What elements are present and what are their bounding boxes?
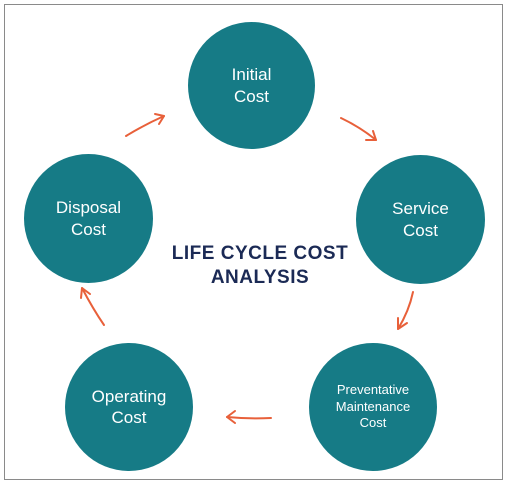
service-cost-label: Service Cost	[392, 199, 449, 240]
diagram-title: LIFE CYCLE COST ANALYSIS	[155, 242, 365, 290]
initial-cost-node: Initial Cost	[188, 22, 315, 149]
operating-cost-label: Operating Cost	[91, 386, 167, 427]
arrow-preventative-to-operating	[226, 410, 272, 424]
disposal-cost-label: Disposal Cost	[55, 198, 122, 239]
arrow-operating-to-disposal	[80, 287, 105, 326]
arrow-service-to-preventative	[397, 291, 414, 330]
arrow-initial-to-service	[340, 117, 377, 141]
preventative-maintenance-cost-label: Preventative Maintenance Cost	[335, 381, 411, 431]
arrow-disposal-to-initial	[125, 113, 165, 137]
preventative-maintenance-cost-node: Preventative Maintenance Cost	[309, 343, 437, 471]
service-cost-node: Service Cost	[356, 155, 485, 284]
title-line-1: LIFE CYCLE COST	[171, 243, 349, 264]
initial-cost-label: Initial Cost	[231, 65, 272, 106]
title-line-2: ANALYSIS	[210, 267, 310, 288]
operating-cost-node: Operating Cost	[65, 343, 193, 471]
diagram-frame: Initial Cost Service Cost Preventative M…	[4, 4, 503, 480]
disposal-cost-node: Disposal Cost	[24, 154, 153, 283]
